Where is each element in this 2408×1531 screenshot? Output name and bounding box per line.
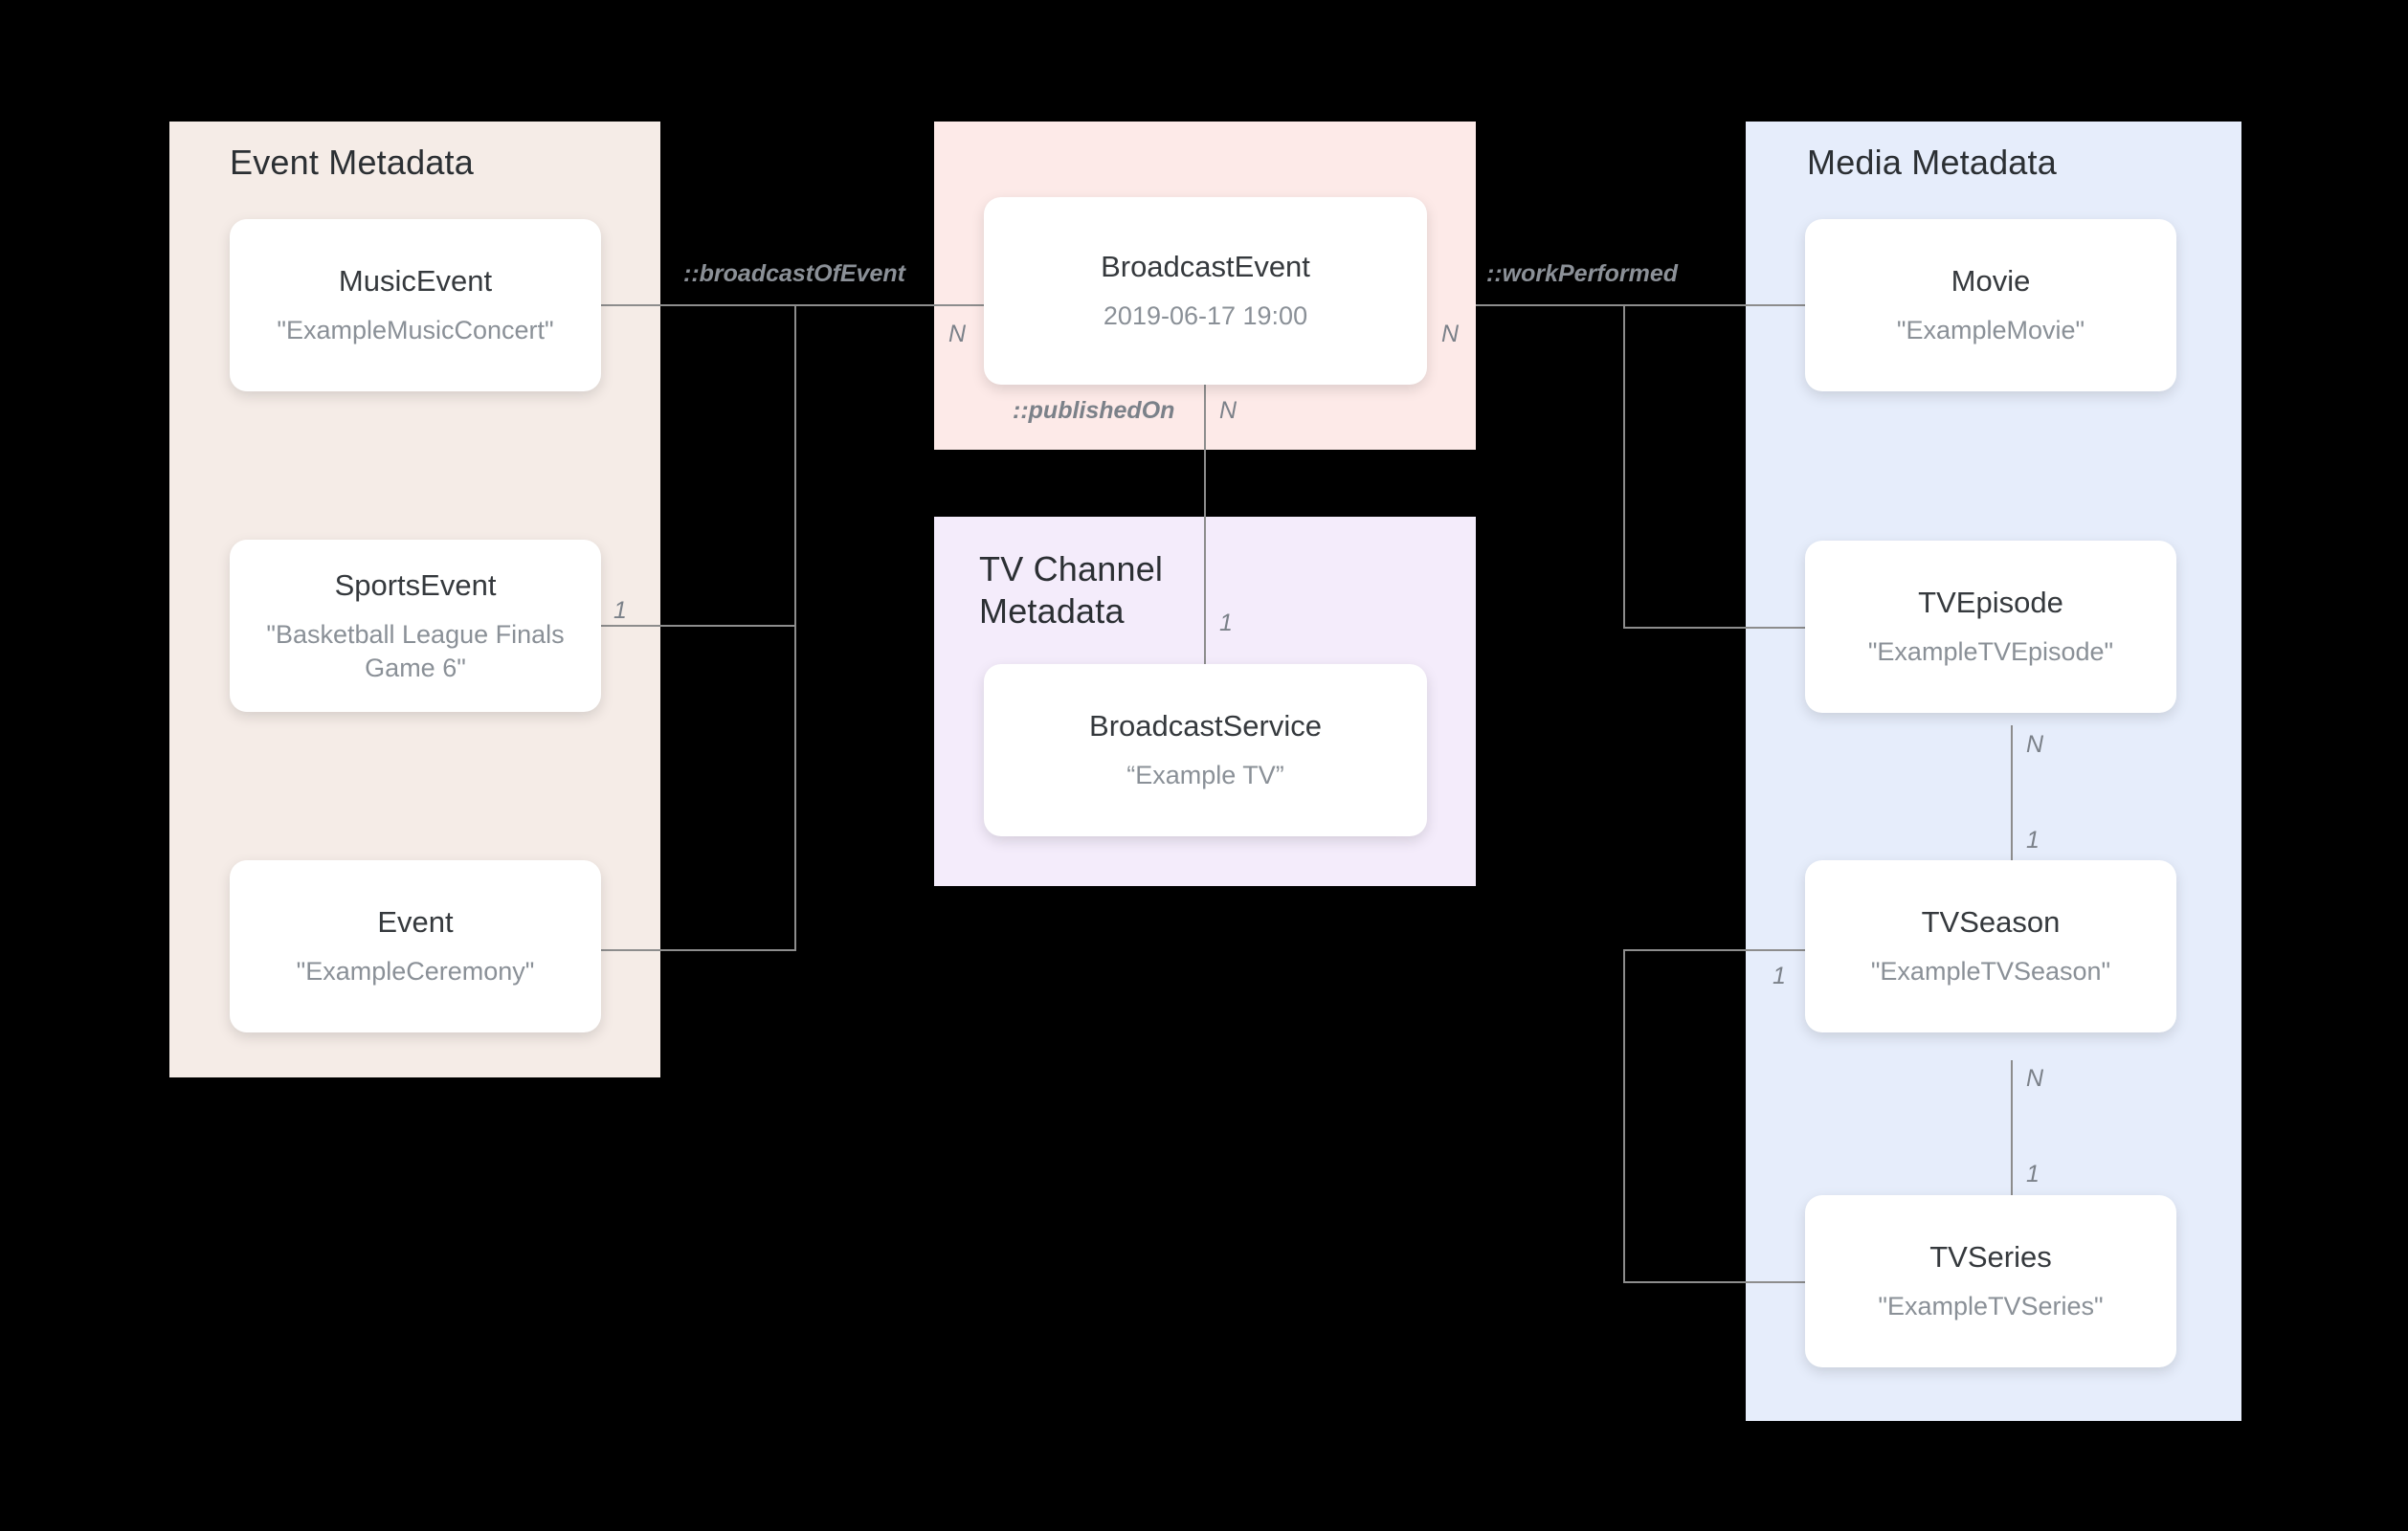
edge-tv-episode-to-tv-season (2011, 725, 2013, 907)
node-broadcast-event-type: BroadcastEvent (1101, 250, 1310, 284)
edge-tv-season-to-tv-series (2011, 1060, 2013, 1242)
edge-media-bus-vertical (1623, 304, 1625, 628)
edge-event-stub (598, 949, 796, 951)
node-broadcast-event-value: 2019-06-17 19:00 (1103, 301, 1308, 331)
panel-title-media-metadata: Media Metadata (1807, 143, 2057, 182)
relation-label-work-performed: ::workPerformed (1486, 260, 1679, 287)
cardinality-broadcast-event-left: N (948, 321, 967, 347)
node-music-event-type: MusicEvent (338, 264, 493, 299)
node-tv-episode-type: TVEpisode (1918, 586, 2063, 620)
node-movie[interactable]: Movie "ExampleMovie" (1805, 219, 2176, 391)
edge-tv-season-stub (1623, 949, 1805, 951)
cardinality-tv-season-bottom: N (2026, 1065, 2044, 1092)
node-broadcast-event[interactable]: BroadcastEvent 2019-06-17 19:00 (984, 197, 1427, 385)
edge-tv-series-stub (1623, 1281, 1805, 1283)
edge-event-bus-vertical (794, 304, 796, 950)
cardinality-tv-series-top: 1 (2026, 1161, 2040, 1187)
node-broadcast-service-value: “Example TV” (1126, 761, 1284, 790)
cardinality-broadcast-service-top: 1 (1219, 610, 1233, 636)
node-tv-episode-value: "ExampleTVEpisode" (1867, 637, 2114, 667)
edge-published-on-line (1204, 384, 1206, 665)
node-tv-season-type: TVSeason (1921, 905, 2061, 940)
cardinality-broadcast-event-bottom: N (1219, 397, 1237, 424)
node-tv-season[interactable]: TVSeason "ExampleTVSeason" (1805, 860, 2176, 1032)
cardinality-tv-episode-bottom: N (2026, 731, 2044, 758)
node-tv-season-value: "ExampleTVSeason" (1870, 957, 2111, 987)
panel-title-tv-channel-metadata: TV Channel Metadata (979, 549, 1164, 631)
node-music-event-value: "ExampleMusicConcert" (277, 316, 554, 345)
node-tv-episode[interactable]: TVEpisode "ExampleTVEpisode" (1805, 541, 2176, 713)
cardinality-tv-season-top: 1 (2026, 827, 2040, 854)
cardinality-broadcast-event-right: N (1441, 321, 1460, 347)
edge-sports-event-stub (598, 625, 796, 627)
node-broadcast-service-type: BroadcastService (1089, 709, 1322, 743)
relation-label-published-on: ::publishedOn (1013, 397, 1175, 424)
edge-movie-stub (1623, 304, 1805, 306)
node-movie-value: "ExampleMovie" (1896, 316, 2085, 345)
node-sports-event-type: SportsEvent (334, 567, 497, 602)
node-tv-series-type: TVSeries (1929, 1240, 2052, 1275)
node-event-type: Event (377, 905, 454, 940)
node-tv-series-value: "ExampleTVSeries" (1878, 1292, 2104, 1321)
node-music-event[interactable]: MusicEvent "ExampleMusicConcert" (230, 219, 601, 391)
cardinality-sports-event: 1 (613, 597, 627, 624)
cardinality-tv-season-left: 1 (1773, 963, 1786, 989)
edge-work-performed-line (1476, 304, 1625, 306)
edge-music-event-stub (598, 304, 796, 306)
node-broadcast-service[interactable]: BroadcastService “Example TV” (984, 664, 1427, 836)
node-event[interactable]: Event "ExampleCeremony" (230, 860, 601, 1032)
node-sports-event-value: "Basketball League Finals Game 6" (266, 620, 565, 682)
edge-media-lower-bus-vertical (1623, 949, 1625, 1282)
node-event-value: "ExampleCeremony" (296, 957, 535, 987)
edge-broadcast-of-event-line (794, 304, 1096, 306)
node-tv-series[interactable]: TVSeries "ExampleTVSeries" (1805, 1195, 2176, 1367)
edge-tv-episode-stub (1623, 627, 1805, 629)
node-movie-type: Movie (1951, 264, 2031, 299)
node-sports-event[interactable]: SportsEvent "Basketball League Finals Ga… (230, 540, 601, 712)
panel-title-event-metadata: Event Metadata (230, 143, 474, 182)
relation-label-broadcast-of-event: ::broadcastOfEvent (683, 260, 905, 287)
